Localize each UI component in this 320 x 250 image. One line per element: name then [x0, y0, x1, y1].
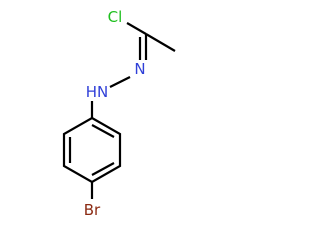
- amine-nh-label: HN: [86, 83, 109, 101]
- chlorine-label: Cl: [108, 8, 123, 26]
- bromine-label: Br: [84, 201, 101, 219]
- ring-double-bond-1: [91, 124, 115, 138]
- benzene-ring: [62, 116, 122, 184]
- bond-c-methyl: [145, 33, 176, 52]
- structure-diagram: Cl N HN Br: [62, 8, 176, 219]
- bond-c-cl: [126, 22, 147, 35]
- bond-n-n: [109, 76, 131, 88]
- imine-nitrogen-label: N: [134, 60, 145, 78]
- ring-double-bond-2: [91, 162, 115, 176]
